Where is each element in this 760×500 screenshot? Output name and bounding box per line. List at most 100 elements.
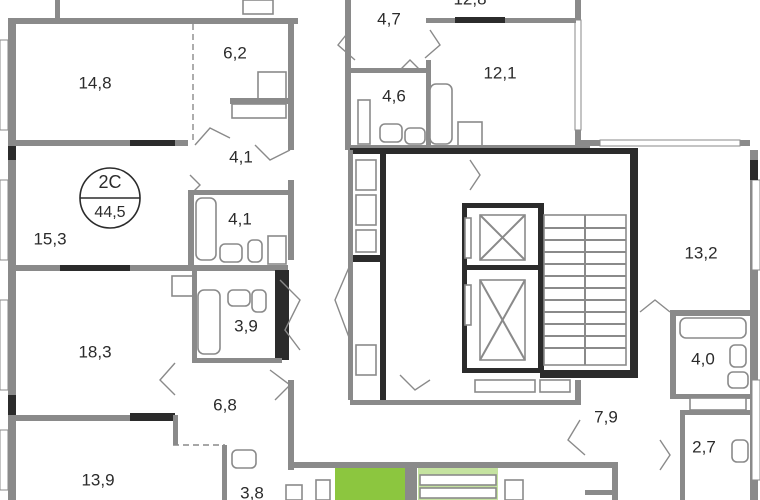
sink-fixture xyxy=(227,289,251,307)
room-area-label: 12,8 xyxy=(453,0,486,8)
shaft-fixture xyxy=(419,487,497,499)
shaft-fixture xyxy=(419,474,497,486)
vent-fixture xyxy=(231,103,287,119)
partition xyxy=(188,190,194,265)
right-outer-wall xyxy=(750,150,758,500)
window xyxy=(0,299,9,391)
sink-fixture xyxy=(731,439,749,463)
corridor-wall xyxy=(288,20,294,150)
core-wall xyxy=(540,370,638,378)
toilet-fixture xyxy=(247,239,263,263)
toilet-fixture xyxy=(379,123,403,143)
partition xyxy=(612,462,618,500)
room-area-label: 13,9 xyxy=(81,470,114,489)
room-area-label: 7,9 xyxy=(594,407,618,426)
apartment-badge: 2С 44,5 xyxy=(79,167,141,229)
room-area-label: 4,7 xyxy=(377,9,401,28)
partition xyxy=(585,490,615,495)
partition xyxy=(222,445,227,500)
sink-fixture xyxy=(231,449,257,469)
wall-segment xyxy=(130,140,175,146)
elevator-door xyxy=(464,217,472,259)
partition xyxy=(426,60,431,150)
room-area-label: 6,2 xyxy=(223,43,247,62)
core-wall xyxy=(348,255,382,262)
apartment-type: 2С xyxy=(98,172,121,192)
room-area-label: 15,3 xyxy=(33,229,66,248)
corridor-wall xyxy=(348,150,353,400)
door-swing xyxy=(279,279,301,351)
shaft-fixture xyxy=(285,484,303,500)
wall xyxy=(55,0,60,18)
shaft-fixture xyxy=(355,159,377,191)
partition xyxy=(230,98,288,104)
elevator-wall xyxy=(462,368,544,373)
sink-fixture xyxy=(729,344,747,368)
shaft-fixture xyxy=(504,479,524,500)
corridor-wall xyxy=(288,462,618,468)
partition xyxy=(194,190,289,195)
door-swing xyxy=(337,29,441,61)
shaft-fixture xyxy=(474,379,536,393)
corridor-wall xyxy=(350,400,580,405)
window xyxy=(751,379,760,481)
sink-fixture xyxy=(257,71,287,101)
partition xyxy=(670,394,750,399)
partition xyxy=(405,468,417,500)
core-wall xyxy=(275,270,289,360)
partition xyxy=(8,265,288,271)
toilet-fixture xyxy=(251,289,267,313)
bathtub-fixture xyxy=(197,289,221,355)
door-swing xyxy=(159,362,292,401)
door-swing xyxy=(399,59,421,71)
partition xyxy=(8,415,173,421)
elevator-wall xyxy=(462,265,544,270)
elevator-cross xyxy=(479,279,526,361)
door-swing xyxy=(194,127,291,161)
room-area-label: 13,2 xyxy=(684,243,717,262)
shaft-fixture xyxy=(315,479,331,500)
shaft-fixture xyxy=(355,344,377,376)
corridor-wall xyxy=(345,0,351,150)
door-swing xyxy=(399,159,481,391)
room-area-label: 18,3 xyxy=(78,342,111,361)
window xyxy=(0,429,9,491)
room-area-label: 2,7 xyxy=(692,437,716,456)
room-area-label: 4,1 xyxy=(228,209,252,228)
elevator-cross xyxy=(479,214,526,261)
elevator-wall xyxy=(538,203,544,373)
core-wall xyxy=(385,148,637,154)
window xyxy=(0,179,9,261)
sink-fixture xyxy=(242,0,274,15)
partition xyxy=(670,310,676,398)
partition xyxy=(8,140,188,146)
corridor-wall xyxy=(288,380,294,470)
room-area-label: 3,9 xyxy=(234,316,258,335)
partition xyxy=(192,358,282,363)
staircase xyxy=(543,214,627,366)
shaft-fixture xyxy=(457,121,483,147)
shaft-fixture xyxy=(689,397,747,411)
window xyxy=(599,139,741,147)
sink-fixture xyxy=(404,127,426,145)
core-wall xyxy=(380,148,386,400)
room-area-label: 12,1 xyxy=(483,63,516,82)
door-swing xyxy=(567,419,671,471)
shaft-fixture xyxy=(267,235,287,265)
bathtub-fixture xyxy=(195,197,217,261)
core-wall xyxy=(630,148,638,378)
shaft-fixture xyxy=(357,99,371,145)
left-outer-wall xyxy=(8,20,16,500)
bathtub-fixture xyxy=(679,317,747,339)
partition xyxy=(680,410,750,415)
bathtub-fixture xyxy=(429,83,453,145)
sink-fixture xyxy=(219,243,243,263)
partition xyxy=(670,310,750,316)
elevator-wall xyxy=(462,203,544,208)
shaft-fixture xyxy=(355,229,377,253)
door-swing xyxy=(334,264,351,341)
room-area-label: 4,0 xyxy=(691,349,715,368)
door-swing xyxy=(639,299,671,313)
window xyxy=(574,19,582,131)
